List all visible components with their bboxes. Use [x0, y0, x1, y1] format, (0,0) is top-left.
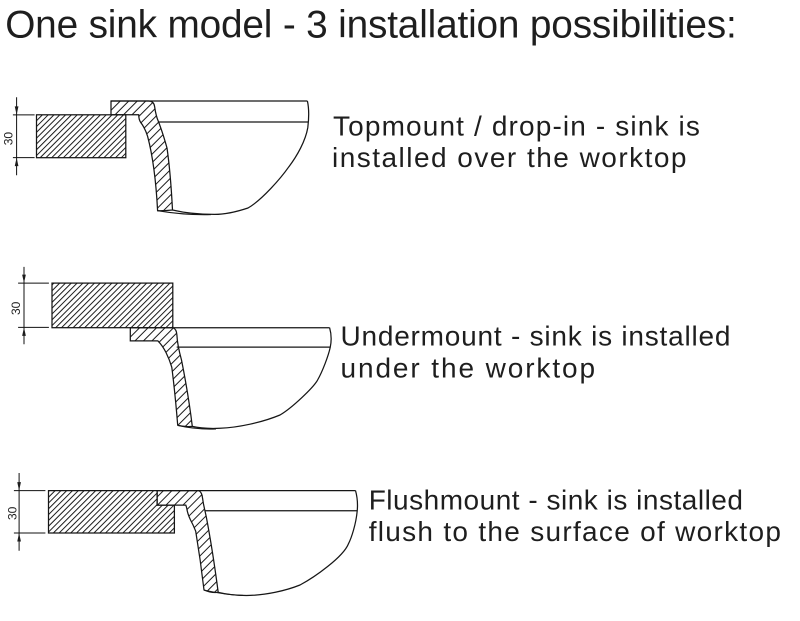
svg-text:Flushmount - sink is installed: Flushmount - sink is installed [369, 484, 744, 515]
svg-text:30: 30 [6, 506, 20, 520]
svg-text:Topmount / drop-in - sink is: Topmount / drop-in - sink is [333, 111, 701, 142]
svg-text:installed over the worktop: installed over the worktop [332, 142, 688, 173]
svg-text:30: 30 [9, 301, 23, 315]
svg-text:Undermount - sink is installed: Undermount - sink is installed [341, 321, 732, 352]
svg-text:flush to the surface of workto: flush to the surface of worktop [369, 516, 783, 547]
svg-text:30: 30 [2, 132, 16, 146]
svg-text:One sink model - 3 installatio: One sink model - 3 installation possibil… [5, 3, 736, 46]
svg-text:under the worktop: under the worktop [341, 352, 597, 383]
